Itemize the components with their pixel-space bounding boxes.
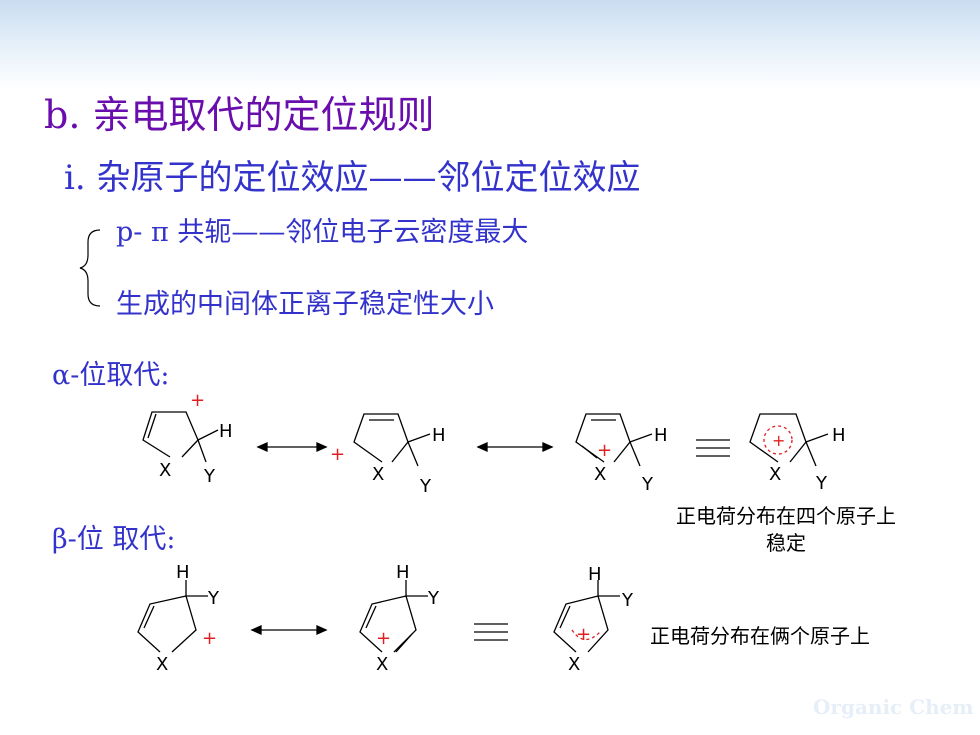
atom-x: X (159, 460, 171, 481)
beta-structure-2 (359, 580, 428, 653)
atom-y: Y (207, 588, 220, 609)
atom-x: X (769, 464, 781, 485)
alpha-structure-3 (575, 413, 653, 467)
atom-h: H (654, 425, 668, 446)
atom-y: Y (427, 588, 440, 609)
atom-h: H (396, 562, 410, 583)
alpha-structure-hybrid (749, 413, 829, 467)
equivalent-symbol-2 (474, 623, 508, 641)
atom-h: H (832, 425, 846, 446)
note-alpha-line2: 稳定 (766, 531, 806, 555)
charge-plus: + (202, 628, 217, 649)
atom-h: H (176, 562, 190, 583)
atom-x: X (372, 464, 384, 485)
sky-background (0, 0, 980, 90)
charge-plus: + (597, 440, 612, 461)
bullet-conjugation: p- π 共轭——邻位电子云密度最大 (116, 217, 529, 248)
alpha-structure-2 (353, 413, 431, 467)
charge-plus: + (190, 390, 205, 411)
resonance-arrow-3 (250, 624, 328, 636)
atom-x: X (594, 464, 606, 485)
footer-watermark: Organic Chem (813, 695, 974, 719)
atom-y: Y (419, 476, 432, 497)
atom-x: X (376, 654, 388, 675)
atom-h: H (432, 425, 446, 446)
resonance-arrow-1 (256, 441, 328, 453)
charge-plus: + (772, 431, 785, 450)
note-alpha-line1: 正电荷分布在四个原子上 (676, 504, 896, 528)
beta-structure-1 (137, 580, 208, 653)
atom-y: Y (815, 473, 828, 494)
beta-structure-hybrid (553, 580, 620, 653)
atom-y: Y (641, 474, 654, 495)
alpha-substitution-label: α-位取代: (52, 360, 170, 391)
charge-plus: + (330, 444, 345, 465)
beta-substitution-label: β-位 取代: (52, 524, 176, 555)
equivalent-symbol-1 (696, 439, 730, 457)
atom-h: H (588, 564, 602, 585)
atom-y: Y (621, 590, 634, 611)
slide-title: b. 亲电取代的定位规则 (44, 93, 435, 137)
charge-plus: + (576, 624, 591, 645)
charge-plus: + (376, 628, 391, 649)
bullet-stability: 生成的中间体正离子稳定性大小 (116, 289, 494, 320)
alpha-structure-1 (142, 411, 219, 463)
resonance-arrow-2 (476, 441, 554, 453)
atom-x: X (568, 654, 580, 675)
atom-x: X (156, 654, 168, 675)
atom-y: Y (203, 466, 216, 487)
atom-h: H (219, 421, 233, 442)
note-beta: 正电荷分布在俩个原子上 (650, 624, 870, 648)
slide-subtitle: i. 杂原子的定位效应——邻位定位效应 (64, 158, 641, 198)
